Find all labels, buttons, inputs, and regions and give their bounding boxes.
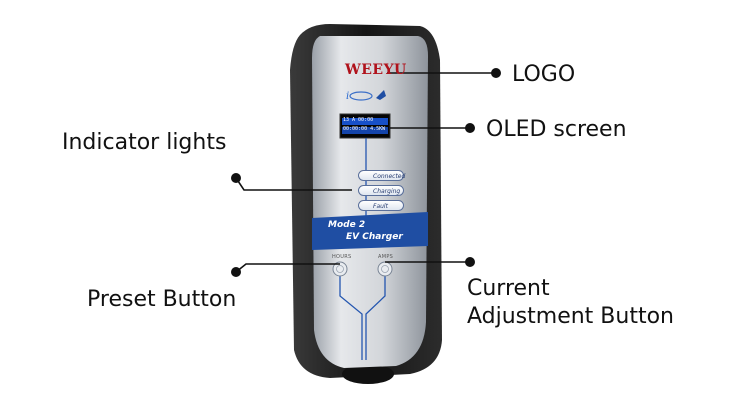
oled-line-2: 00:00:00 4.5KW	[343, 126, 389, 133]
callout-logo: LOGO	[512, 62, 575, 88]
callout-oled: OLED screen	[486, 117, 627, 143]
band-line-charger: EV Charger	[346, 232, 403, 242]
callout-current-line1: Current	[467, 276, 550, 302]
oled-line-1: 13 A 00:00	[343, 117, 389, 124]
indicator-charging: Charging	[358, 185, 404, 196]
band-line-mode: Mode 2	[328, 220, 365, 230]
amps-button-label: AMPS	[378, 254, 393, 260]
indicator-connected: Connected	[358, 170, 404, 181]
brand-logo: WEEYU	[345, 62, 407, 78]
hours-button-label: HOURS	[332, 254, 352, 260]
amps-button-shape	[378, 262, 392, 276]
mode-band	[312, 212, 428, 250]
callout-indicators: Indicator lights	[62, 130, 226, 156]
svg-text:i: i	[346, 91, 349, 102]
indicator-fault: Fault	[358, 200, 404, 211]
callout-current-line2: Adjustment Button	[467, 304, 674, 330]
callout-preset: Preset Button	[87, 287, 236, 313]
